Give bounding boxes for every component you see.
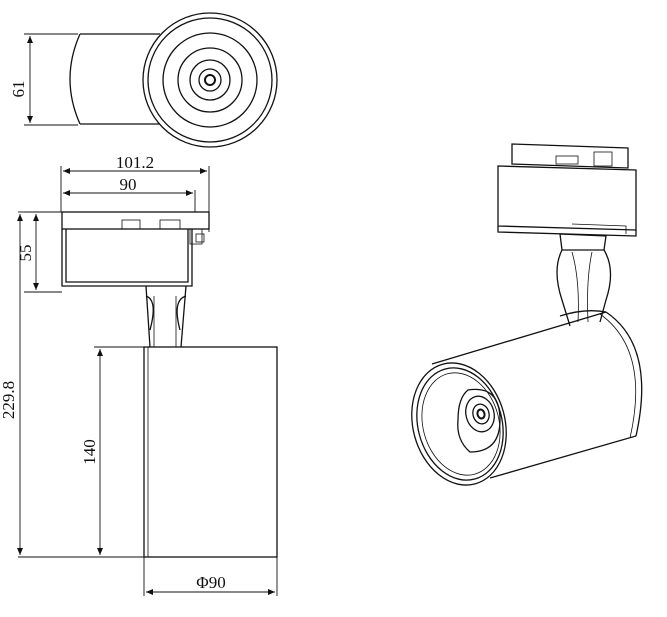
dim-top-height: 61 (9, 81, 28, 98)
dim-total-height: 229.8 (0, 381, 18, 419)
top-view: 61 (9, 12, 278, 148)
dim-adapter-height: 55 (16, 245, 35, 262)
dim-diameter: Φ90 (196, 573, 225, 592)
front-view: 101.2 90 55 229.8 140 (0, 153, 278, 596)
dim-body-width: 90 (120, 175, 137, 194)
dim-cylinder-height: 140 (80, 439, 99, 465)
isometric-view (411, 143, 643, 486)
dim-overall-width: 101.2 (116, 153, 154, 172)
